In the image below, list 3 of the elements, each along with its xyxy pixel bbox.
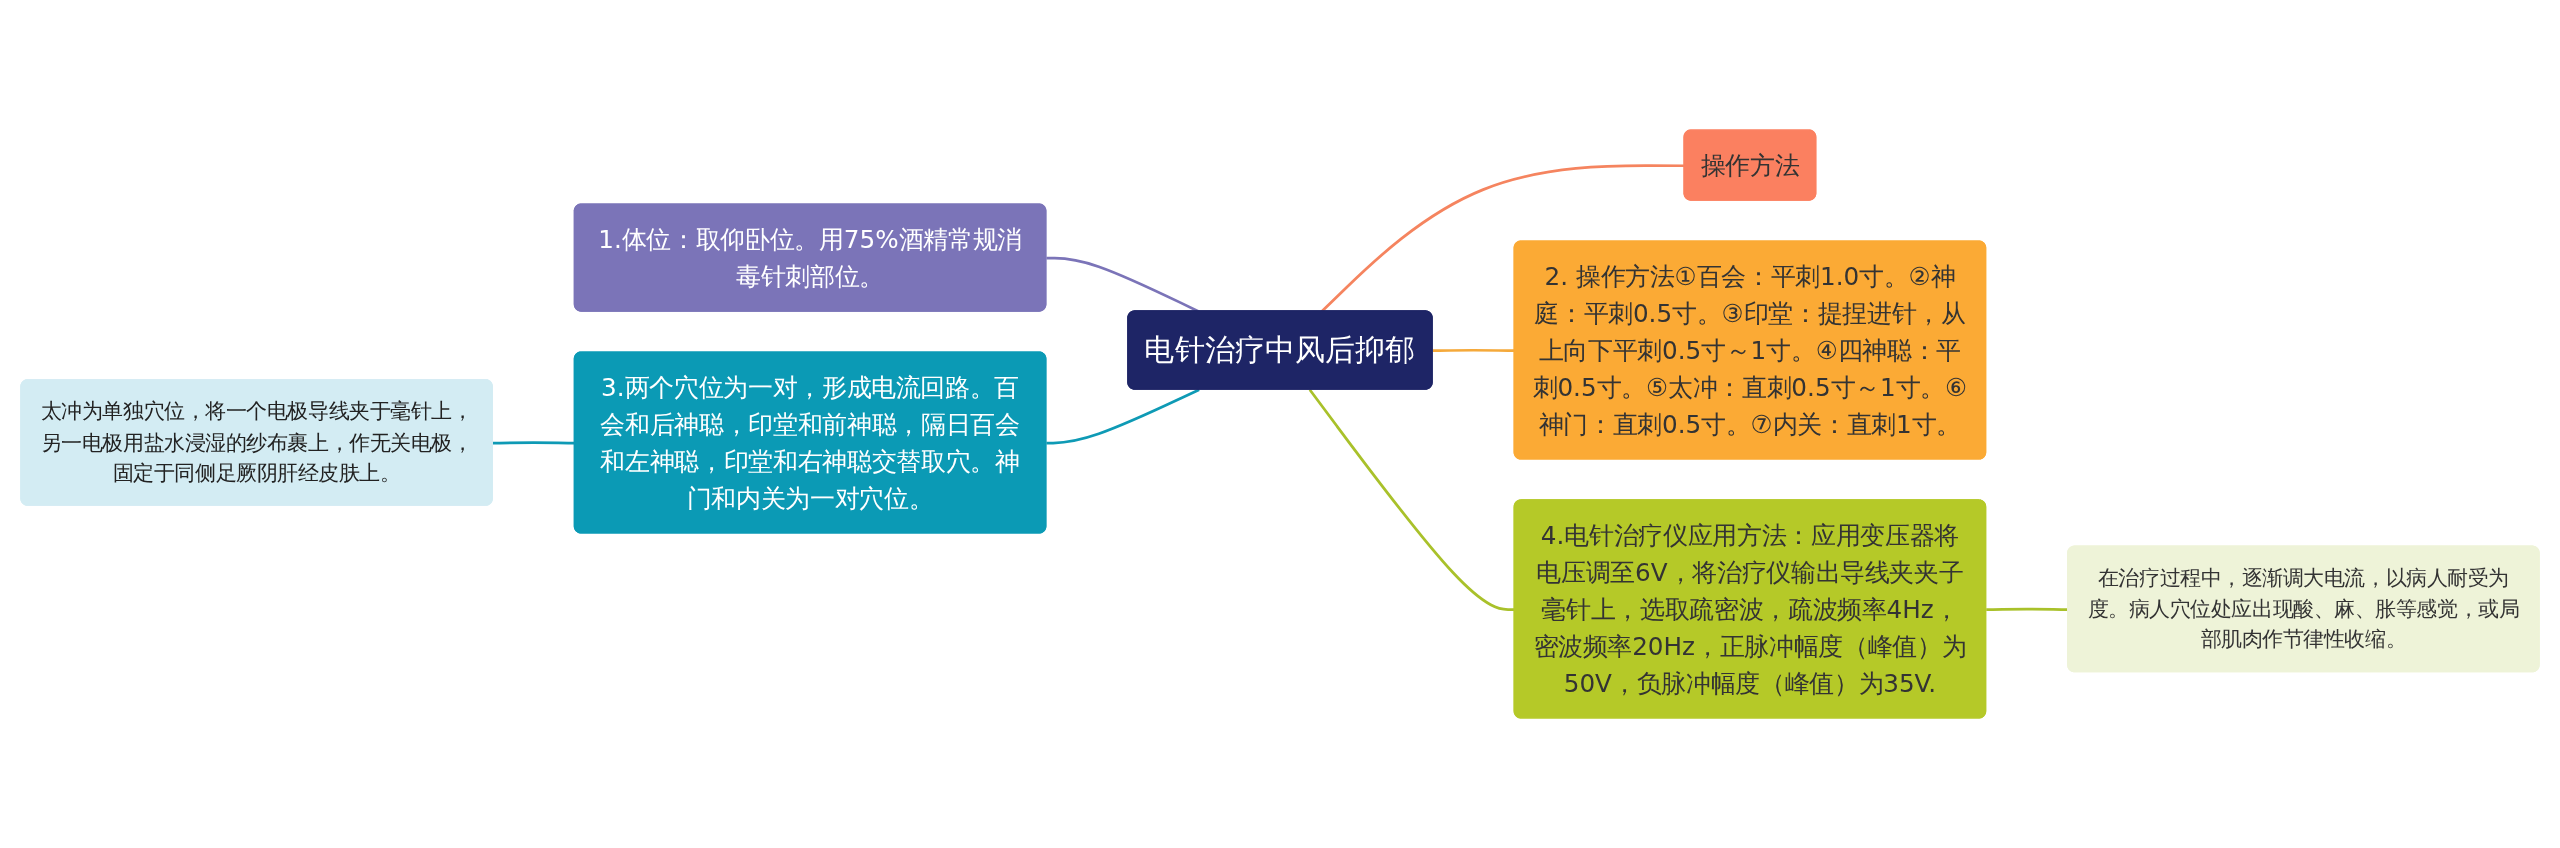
connector	[1308, 388, 1515, 611]
connector	[1432, 348, 1515, 353]
connector	[1046, 388, 1200, 445]
